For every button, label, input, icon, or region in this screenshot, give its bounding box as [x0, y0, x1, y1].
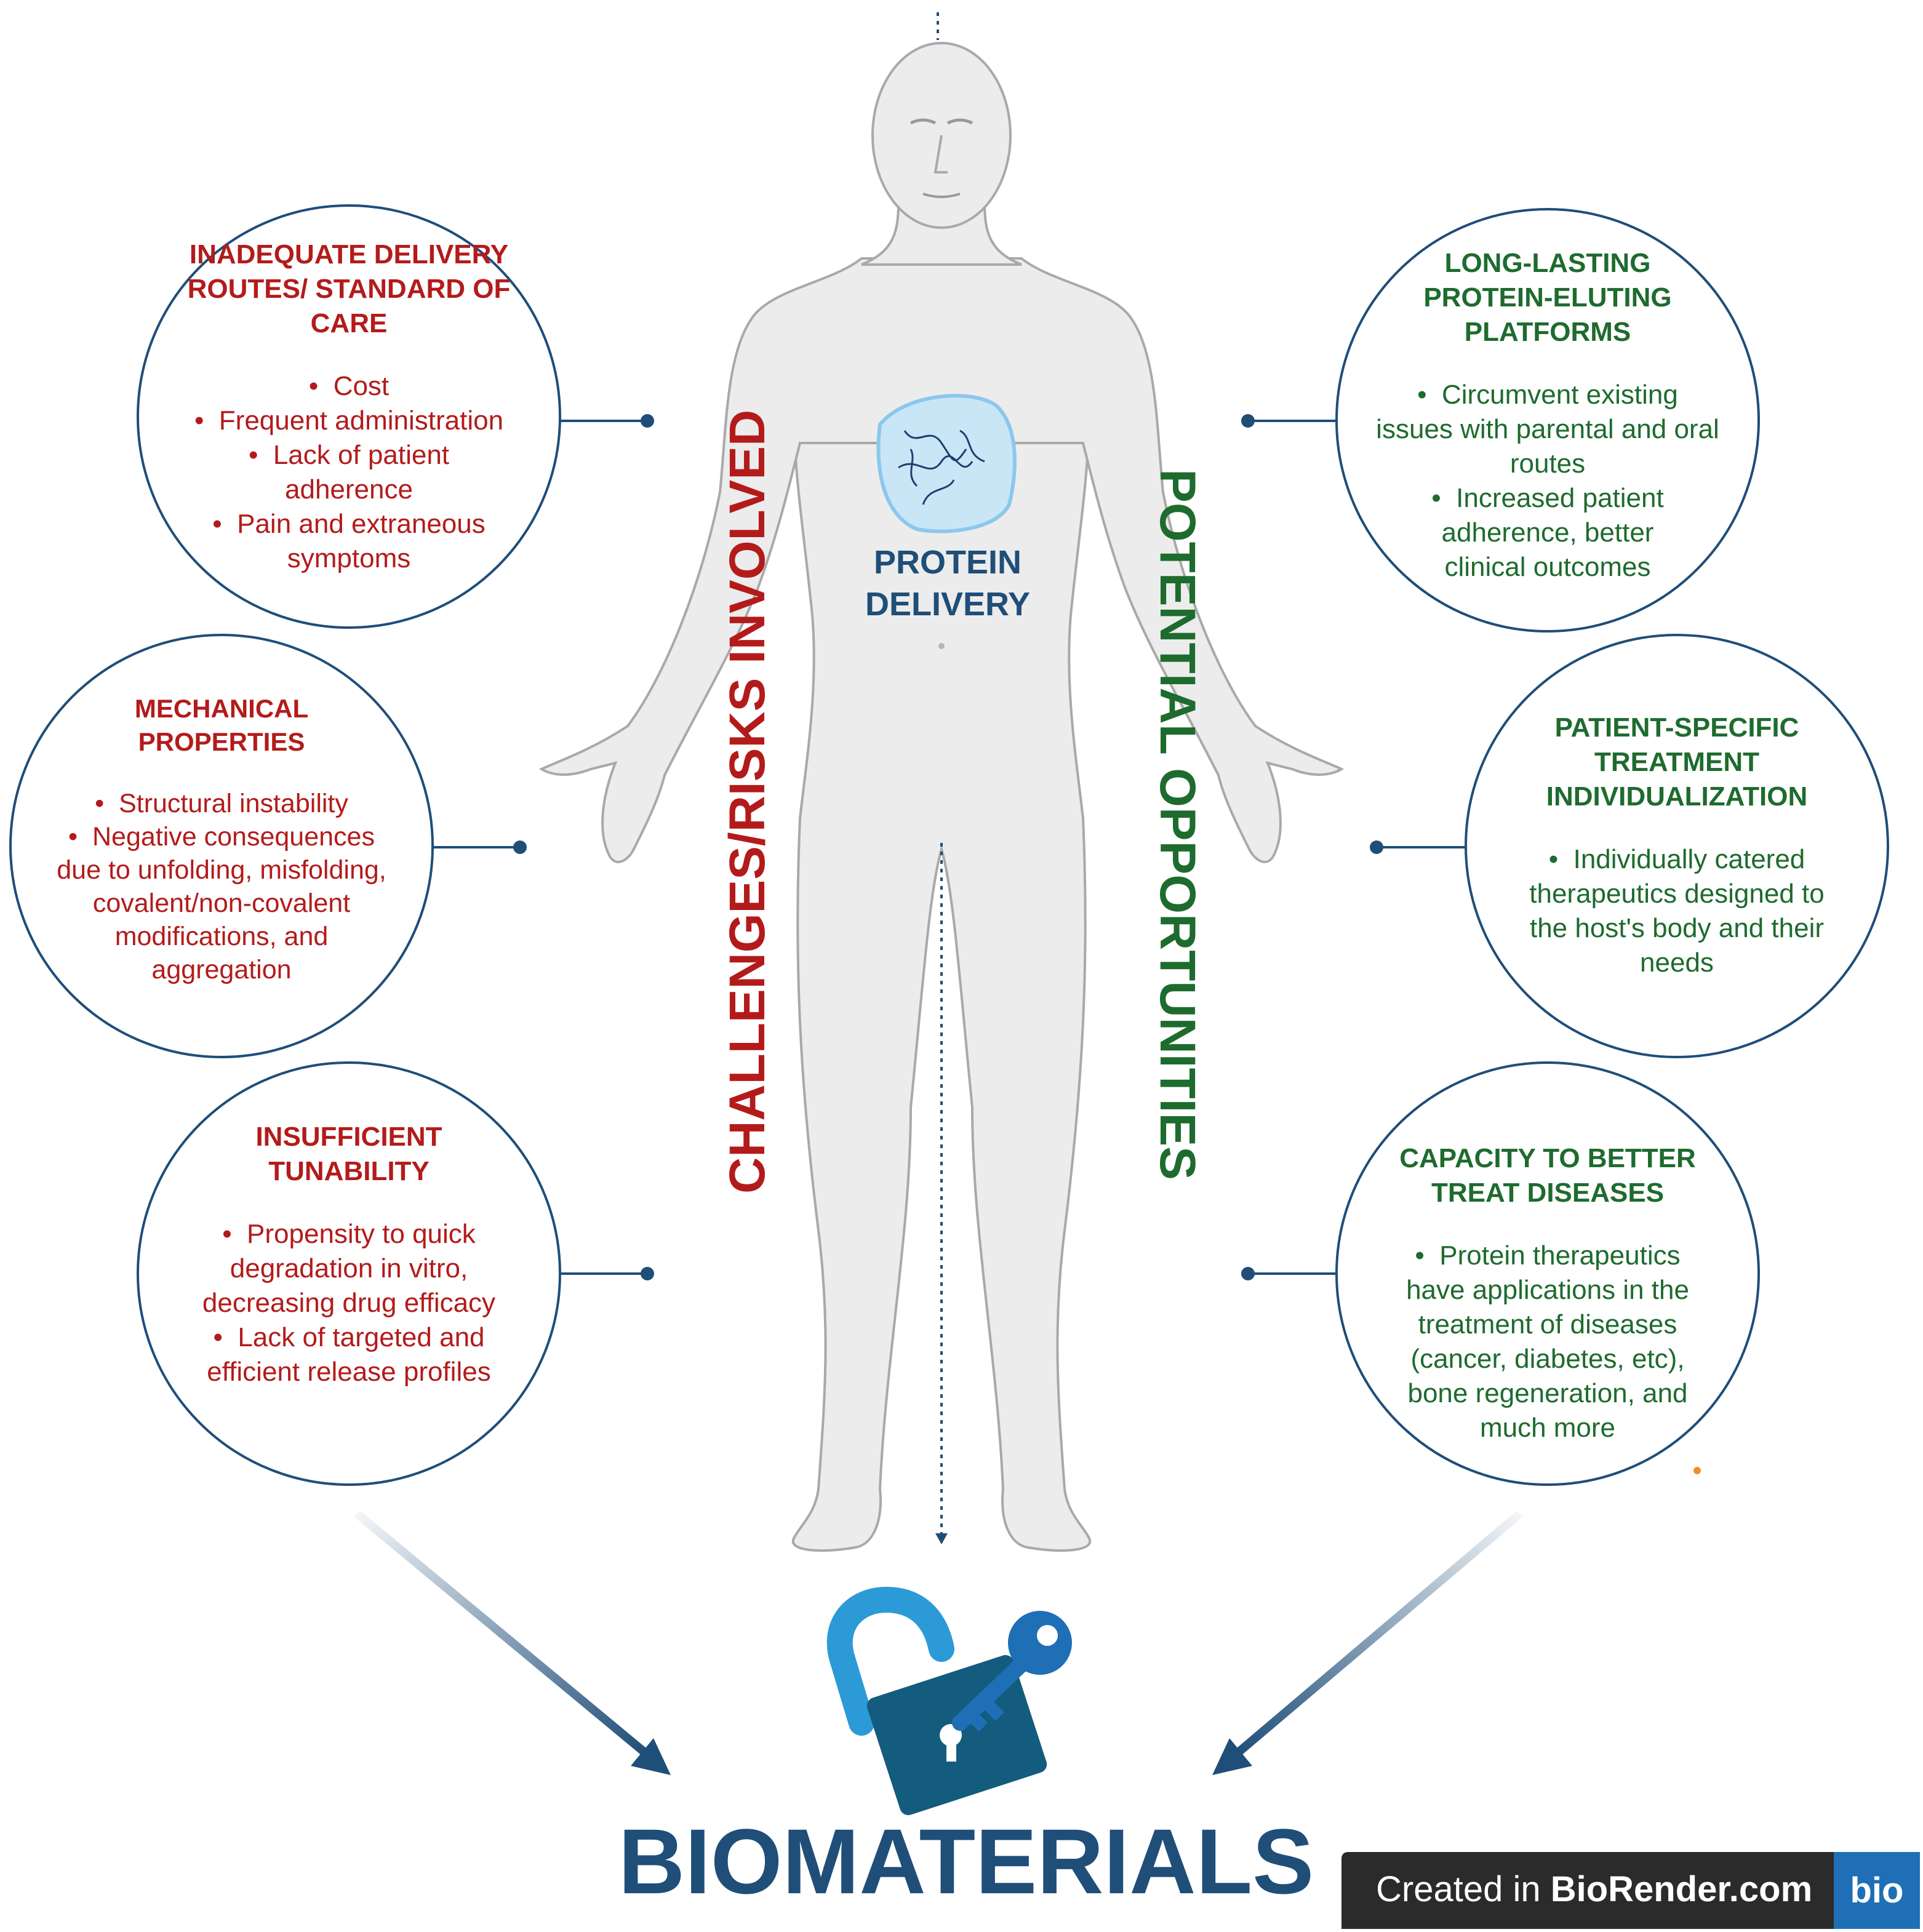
- badge-prefix: Created in: [1376, 1869, 1551, 1909]
- opportunity-title: CAPACITY TO BETTER TREAT DISEASES: [1399, 1143, 1696, 1208]
- opportunity-card-diseases: CAPACITY TO BETTER TREAT DISEASES Protei…: [1375, 1141, 1720, 1445]
- challenge-title: INADEQUATE DELIVERY ROUTES/ STANDARD OF …: [187, 239, 511, 338]
- arrow-icon: [354, 1510, 1523, 1775]
- opportunities-vertical-label: POTENTIAL OPPORTUNITIES: [1149, 469, 1205, 1180]
- challenge-item: Frequent administration: [167, 404, 530, 438]
- left-connectors: [431, 420, 646, 1275]
- challenge-card-mechanical: MECHANICAL PROPERTIES Structural instabi…: [37, 692, 406, 986]
- challenge-item: Lack of targeted and efficient release p…: [174, 1320, 524, 1389]
- challenge-title: MECHANICAL PROPERTIES: [134, 694, 309, 756]
- challenges-vertical-label: CHALLENGES/RISKS INVOLVED: [719, 409, 775, 1194]
- right-connectors: [1248, 420, 1465, 1275]
- challenge-item: Lack of patient adherence: [167, 438, 530, 507]
- challenge-item: Structural instability: [37, 787, 406, 820]
- opportunity-list: Individually catered therapeutics design…: [1501, 842, 1852, 980]
- axis-arrowhead: [935, 1533, 948, 1544]
- accent-dot: [1693, 1467, 1701, 1474]
- opportunity-title: PATIENT-SPECIFIC TREATMENT INDIVIDUALIZA…: [1546, 713, 1808, 812]
- challenge-title: INSUFFICIENT TUNABILITY: [255, 1122, 442, 1186]
- opportunity-title: LONG-LASTING PROTEIN-ELUTING PLATFORMS: [1423, 248, 1672, 347]
- left-connector-dots: [513, 414, 654, 1280]
- challenge-list: Cost Frequent administration Lack of pat…: [167, 369, 530, 576]
- key-icon: [952, 1611, 1072, 1732]
- challenge-card-delivery: INADEQUATE DELIVERY ROUTES/ STANDARD OF …: [167, 238, 530, 576]
- opportunity-item: Individually catered therapeutics design…: [1501, 842, 1852, 980]
- biorender-logo-icon: bio: [1834, 1852, 1920, 1929]
- opportunity-item: Increased patient adherence, better clin…: [1375, 481, 1720, 585]
- opportunity-list: Protein therapeutics have applications i…: [1375, 1239, 1720, 1445]
- opportunity-card-individualization: PATIENT-SPECIFIC TREATMENT INDIVIDUALIZA…: [1501, 711, 1852, 980]
- opportunity-card-platforms: LONG-LASTING PROTEIN-ELUTING PLATFORMS C…: [1375, 246, 1720, 585]
- badge-text: Created in BioRender.com: [1376, 1868, 1812, 1911]
- center-label: PROTEIN DELIVERY: [865, 544, 1031, 623]
- challenge-item: Cost: [167, 369, 530, 404]
- challenge-card-tunability: INSUFFICIENT TUNABILITY Propensity to qu…: [174, 1120, 524, 1389]
- challenge-item: Pain and extraneous symptoms: [167, 507, 530, 576]
- challenge-item: Negative consequences due to unfolding, …: [37, 820, 406, 986]
- opportunity-list: Circumvent existing issues with parental…: [1375, 378, 1720, 585]
- badge-brand: BioRender.com: [1550, 1869, 1813, 1909]
- challenge-list: Propensity to quick degradation in vitro…: [174, 1217, 524, 1389]
- right-connector-dots: [1241, 414, 1383, 1280]
- opportunity-item: Circumvent existing issues with parental…: [1375, 378, 1720, 481]
- challenge-item: Propensity to quick degradation in vitro…: [174, 1217, 524, 1320]
- biorender-badge[interactable]: Created in BioRender.com bio: [1341, 1852, 1920, 1929]
- opportunity-item: Protein therapeutics have applications i…: [1375, 1239, 1720, 1445]
- biomaterials-title: BIOMATERIALS: [618, 1810, 1314, 1913]
- challenge-list: Structural instability Negative conseque…: [37, 787, 406, 986]
- protein-blob-icon: [876, 394, 1017, 533]
- human-body-icon: [538, 42, 1345, 1552]
